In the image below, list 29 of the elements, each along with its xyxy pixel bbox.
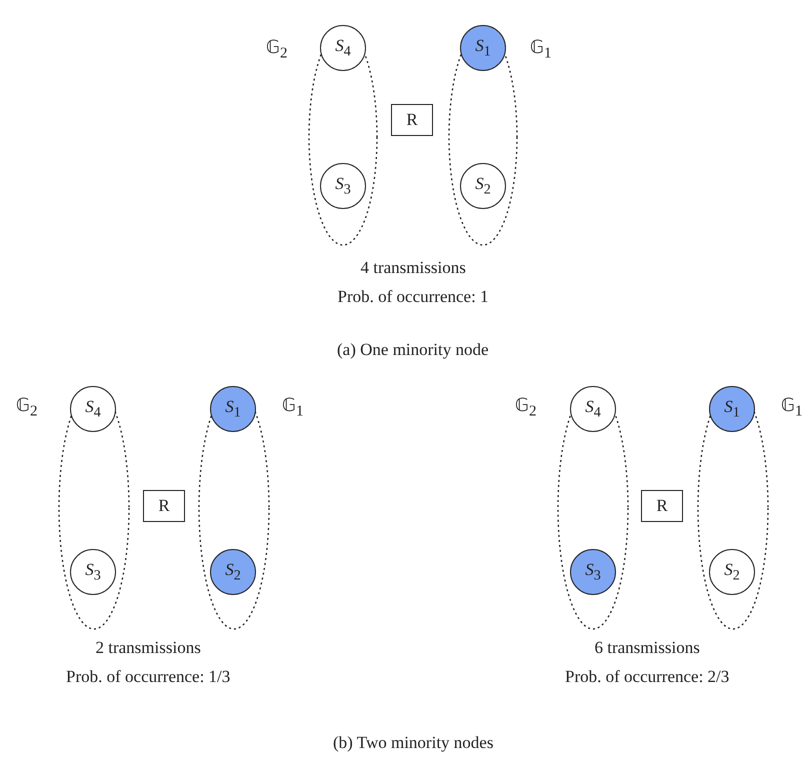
circle-node: S$_{3}$ <box>70 549 116 595</box>
circle-node: S$_{1}$ <box>709 386 755 432</box>
relay-box: R <box>391 104 433 136</box>
caption-text: Prob. of occurrence: 2/3 <box>565 667 730 687</box>
group-label: 𝔾$_{2}$ <box>266 36 288 63</box>
caption-text: Prob. of occurrence: 1/3 <box>66 667 230 687</box>
group-label: 𝔾$_{1}$ <box>282 394 304 421</box>
circle-node: S$_{3}$ <box>570 549 616 595</box>
circle-node: S$_{3}$ <box>320 163 366 209</box>
circle-node: S$_{2}$ <box>709 549 755 595</box>
relay-box: R <box>143 490 185 522</box>
circle-node: S$_{4}$ <box>70 386 116 432</box>
relay-box: R <box>641 490 683 522</box>
circle-node: S$_{1}$ <box>210 386 256 432</box>
caption-text: (b) Two minority nodes <box>333 733 494 753</box>
circle-node: S$_{2}$ <box>210 549 256 595</box>
caption-text: Prob. of occurrence: 1 <box>338 287 489 307</box>
circle-node: S$_{4}$ <box>320 25 366 71</box>
caption-text: 6 transmissions <box>594 638 700 658</box>
caption-text: (a) One minority node <box>337 340 489 360</box>
group-label: 𝔾$_{1}$ <box>781 394 802 421</box>
circle-node: S$_{1}$ <box>460 25 506 71</box>
caption-text: 2 transmissions <box>96 638 201 658</box>
circle-node: S$_{2}$ <box>460 163 506 209</box>
circle-node: S$_{4}$ <box>570 386 616 432</box>
group-label: 𝔾$_{2}$ <box>16 394 38 421</box>
group-label: 𝔾$_{1}$ <box>530 36 552 63</box>
caption-text: 4 transmissions <box>360 258 466 278</box>
group-label: 𝔾$_{2}$ <box>515 394 536 421</box>
